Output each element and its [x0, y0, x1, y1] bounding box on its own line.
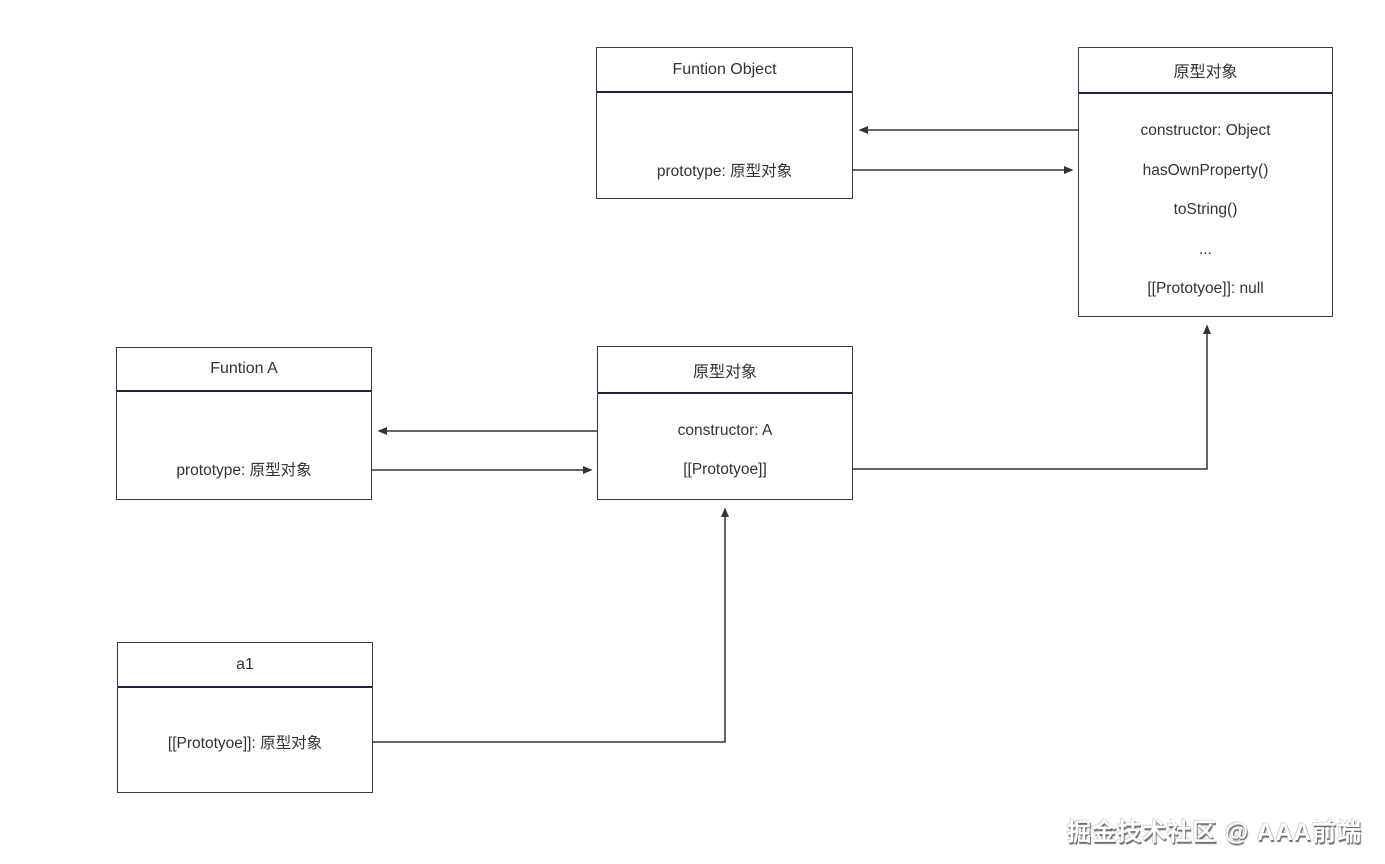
box-a1: a1 [[Prototyoe]]: 原型对象	[117, 642, 373, 793]
a1-prototyoe-row: [[Prototyoe]]: 原型对象	[167, 735, 323, 752]
object-prototype-ellipsis-row: ...	[1199, 241, 1212, 258]
box-a1-title: a1	[118, 643, 372, 688]
box-a-prototype-title: 原型对象	[598, 347, 852, 394]
object-prototype-hasownproperty-row: hasOwnProperty()	[1142, 162, 1269, 179]
object-prototype-prototyoe-row: [[Prototyoe]]: null	[1147, 280, 1264, 297]
juejin-watermark: 掘金技术社区 @ AAA前端	[1067, 819, 1362, 846]
box-funtion-object-title: Funtion Object	[597, 48, 852, 93]
funtion-object-prototype-row: prototype: 原型对象	[656, 163, 793, 180]
arrow-a1-prototyoe-to-a-prototype	[341, 507, 729, 743]
box-object-prototype: 原型对象 constructor: Object hasOwnProperty(…	[1078, 47, 1333, 317]
box-funtion-a-title: Funtion A	[117, 348, 371, 392]
object-prototype-tostring-row: toString()	[1173, 201, 1238, 218]
funtion-a-prototype-row: prototype: 原型对象	[176, 462, 312, 479]
a-prototype-constructor-row: constructor: A	[677, 422, 773, 439]
box-a-prototype: 原型对象 constructor: A [[Prototyoe]]	[597, 346, 853, 500]
a-prototype-prototyoe-row: [[Prototyoe]]	[683, 461, 767, 478]
box-funtion-object: Funtion Object prototype: 原型对象	[596, 47, 853, 199]
box-funtion-a: Funtion A prototype: 原型对象	[116, 347, 372, 500]
box-object-prototype-title: 原型对象	[1079, 48, 1332, 94]
object-prototype-constructor-row: constructor: Object	[1140, 122, 1271, 139]
arrow-a-prototype-prototyoe-to-object-prototype	[791, 324, 1211, 470]
